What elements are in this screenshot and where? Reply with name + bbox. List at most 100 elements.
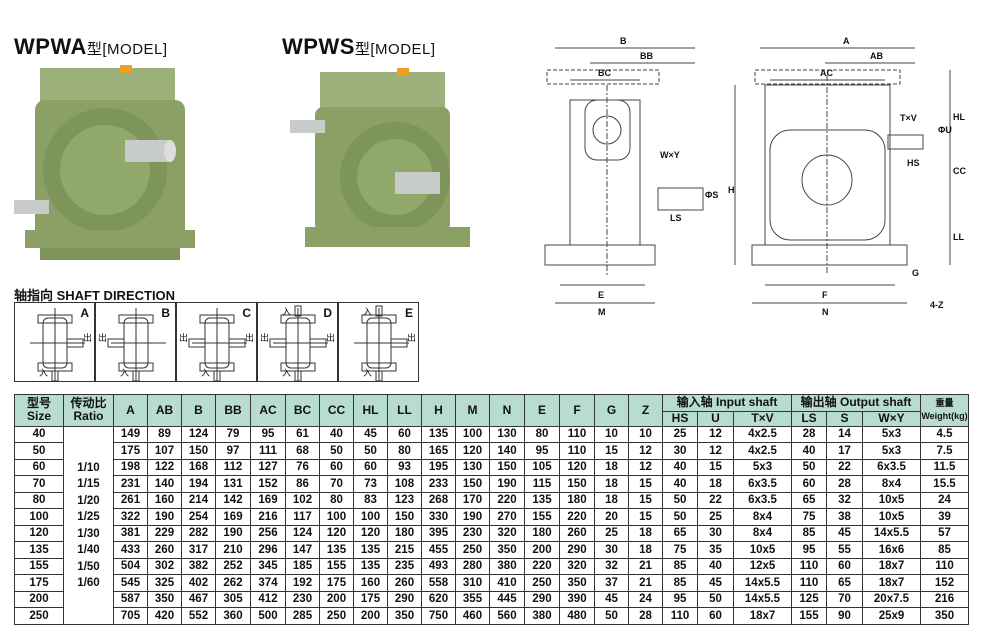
table-cell: 150: [489, 458, 525, 476]
table-cell: 192: [285, 574, 320, 592]
table-cell: 95: [524, 442, 560, 460]
input-label: 入: [363, 368, 373, 378]
table-cell: 18: [628, 524, 663, 542]
header-ab: AB: [147, 394, 182, 427]
table-cell: 175: [319, 574, 354, 592]
table-cell: 40: [697, 557, 734, 575]
table-cell: 12: [628, 458, 663, 476]
table-cell: 380: [489, 557, 525, 575]
shaft-direction-title: 轴指向 SHAFT DIRECTION: [14, 288, 176, 303]
table-cell: 123: [387, 491, 422, 509]
table-cell: 135: [353, 541, 388, 559]
header-e: E: [524, 394, 560, 427]
header-g: G: [594, 394, 629, 427]
table-cell: 8x4: [862, 475, 921, 493]
table-cell: 15: [628, 475, 663, 493]
table-cell: 39: [920, 508, 969, 526]
table-cell: 124: [285, 524, 320, 542]
table-cell: 180: [387, 524, 422, 542]
table-cell: 194: [181, 475, 216, 493]
table-cell: 390: [559, 590, 595, 608]
table-cell: 412: [250, 590, 286, 608]
table-cell: 32: [594, 557, 629, 575]
table-cell: 35: [697, 541, 734, 559]
ratio-value: 1/50: [77, 560, 100, 573]
table-cell: 30: [662, 442, 698, 460]
table-cell: 7.5: [920, 442, 969, 460]
table-cell: 149: [113, 425, 148, 443]
table-cell: 65: [662, 524, 698, 542]
table-cell: 190: [147, 508, 182, 526]
table-cell: 108: [387, 475, 422, 493]
table-cell: 142: [215, 491, 251, 509]
header-bb: BB: [215, 394, 251, 427]
table-cell: 120: [455, 442, 490, 460]
table-cell: 231: [113, 475, 148, 493]
table-cell: 111: [250, 442, 286, 460]
table-cell: 260: [147, 541, 182, 559]
dim-label: ΦS: [705, 190, 719, 200]
table-cell: 86: [285, 475, 320, 493]
output-label: 出: [406, 333, 416, 343]
table-cell: 112: [215, 458, 251, 476]
table-cell: 460: [455, 607, 490, 625]
table-cell: 200: [353, 607, 388, 625]
table-cell: 552: [181, 607, 216, 625]
table-cell: 250: [524, 574, 560, 592]
table-cell: 160: [147, 491, 182, 509]
table-cell: 302: [147, 557, 182, 575]
table-cell: 83: [353, 491, 388, 509]
header-n: N: [489, 394, 525, 427]
table-cell: 220: [559, 508, 595, 526]
table-cell: 155: [791, 607, 827, 625]
table-cell: 135: [319, 541, 354, 559]
dim-label: AB: [870, 51, 883, 61]
input-label: 入: [282, 307, 292, 317]
table-cell: 250: [14, 607, 64, 625]
table-cell: 14x5.5: [733, 590, 792, 608]
table-cell: 214: [181, 491, 216, 509]
table-cell: 105: [524, 458, 560, 476]
table-cell: 70: [319, 475, 354, 493]
table-cell: 330: [421, 508, 456, 526]
table-cell: 198: [113, 458, 148, 476]
table-cell: 350: [387, 607, 422, 625]
table-cell: 45: [594, 590, 629, 608]
table-cell: 4x2.5: [733, 425, 792, 443]
table-cell: 30: [697, 524, 734, 542]
table-cell: 22: [697, 491, 734, 509]
table-cell: 155: [524, 508, 560, 526]
table-cell: 5x3: [862, 442, 921, 460]
dim-label: AC: [820, 68, 833, 78]
ratio-value: 1/40: [77, 544, 100, 556]
table-cell: 190: [489, 475, 525, 493]
model-suffix: 型[MODEL]: [354, 41, 436, 58]
ratio-value: 1/20: [77, 494, 100, 507]
table-cell: 65: [791, 491, 827, 509]
subheader-cell: U: [697, 410, 734, 427]
table-cell: 350: [920, 607, 969, 625]
table-cell: 545: [113, 574, 148, 592]
table-cell: 18: [594, 491, 629, 509]
table-cell: 18: [628, 541, 663, 559]
table-cell: 60: [319, 458, 354, 476]
table-cell: 24: [628, 590, 663, 608]
subheader-cell: LS: [791, 410, 827, 427]
dim-label: CC: [953, 166, 966, 176]
table-cell: 10x5: [733, 541, 792, 559]
table-cell: 16x6: [862, 541, 921, 559]
table-cell: 150: [455, 475, 490, 493]
table-cell: 350: [489, 541, 525, 559]
table-cell: 150: [387, 508, 422, 526]
table-cell: 15.5: [920, 475, 969, 493]
table-cell: 89: [147, 425, 182, 443]
table-cell: 95: [791, 541, 827, 559]
